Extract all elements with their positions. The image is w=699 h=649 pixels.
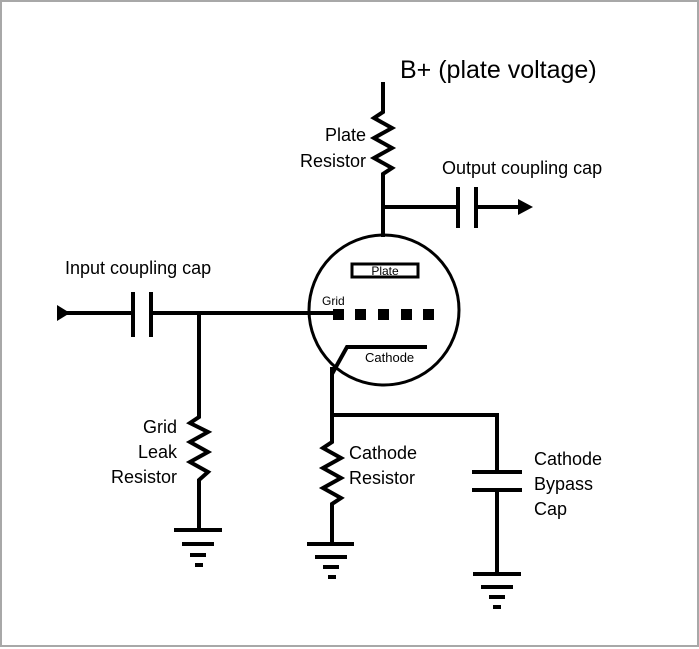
cathode-resistor [318, 367, 346, 544]
cathode-electrode [330, 345, 427, 375]
output-coupling-cap [383, 187, 533, 228]
output-cap-label: Output coupling cap [442, 158, 602, 178]
grid-electrode [333, 309, 434, 320]
grid-leak-label-2: Leak [138, 442, 178, 462]
input-cap-label: Input coupling cap [65, 258, 211, 278]
bypass-cap-label-3: Cap [534, 499, 567, 519]
vacuum-tube [307, 233, 461, 387]
grid-leak-label-3: Resistor [111, 467, 177, 487]
output-arrow-icon [518, 199, 533, 215]
bypass-cap-label-2: Bypass [534, 474, 593, 494]
cathode-resistor-label-2: Resistor [349, 468, 415, 488]
cathode-label: Cathode [365, 350, 414, 365]
ground-icon [307, 542, 354, 579]
cathode-resistor-label-1: Cathode [349, 443, 417, 463]
ground-icon [473, 572, 521, 609]
b-plus-label: B+ (plate voltage) [400, 56, 597, 84]
grid-leak-label-1: Grid [143, 417, 177, 437]
plate-electrode [350, 262, 420, 279]
plate-label: Plate [371, 264, 399, 278]
plate-resistor-label-2: Resistor [300, 151, 366, 171]
ground-icon [174, 528, 222, 567]
cathode-bypass-cap [332, 413, 522, 574]
grid-leak-resistor [185, 313, 213, 530]
grid-label: Grid [322, 294, 345, 308]
input-coupling-cap [57, 292, 333, 337]
plate-resistor-label-1: Plate [325, 125, 366, 145]
bypass-cap-label-1: Cathode [534, 449, 602, 469]
plate-resistor [369, 82, 397, 237]
